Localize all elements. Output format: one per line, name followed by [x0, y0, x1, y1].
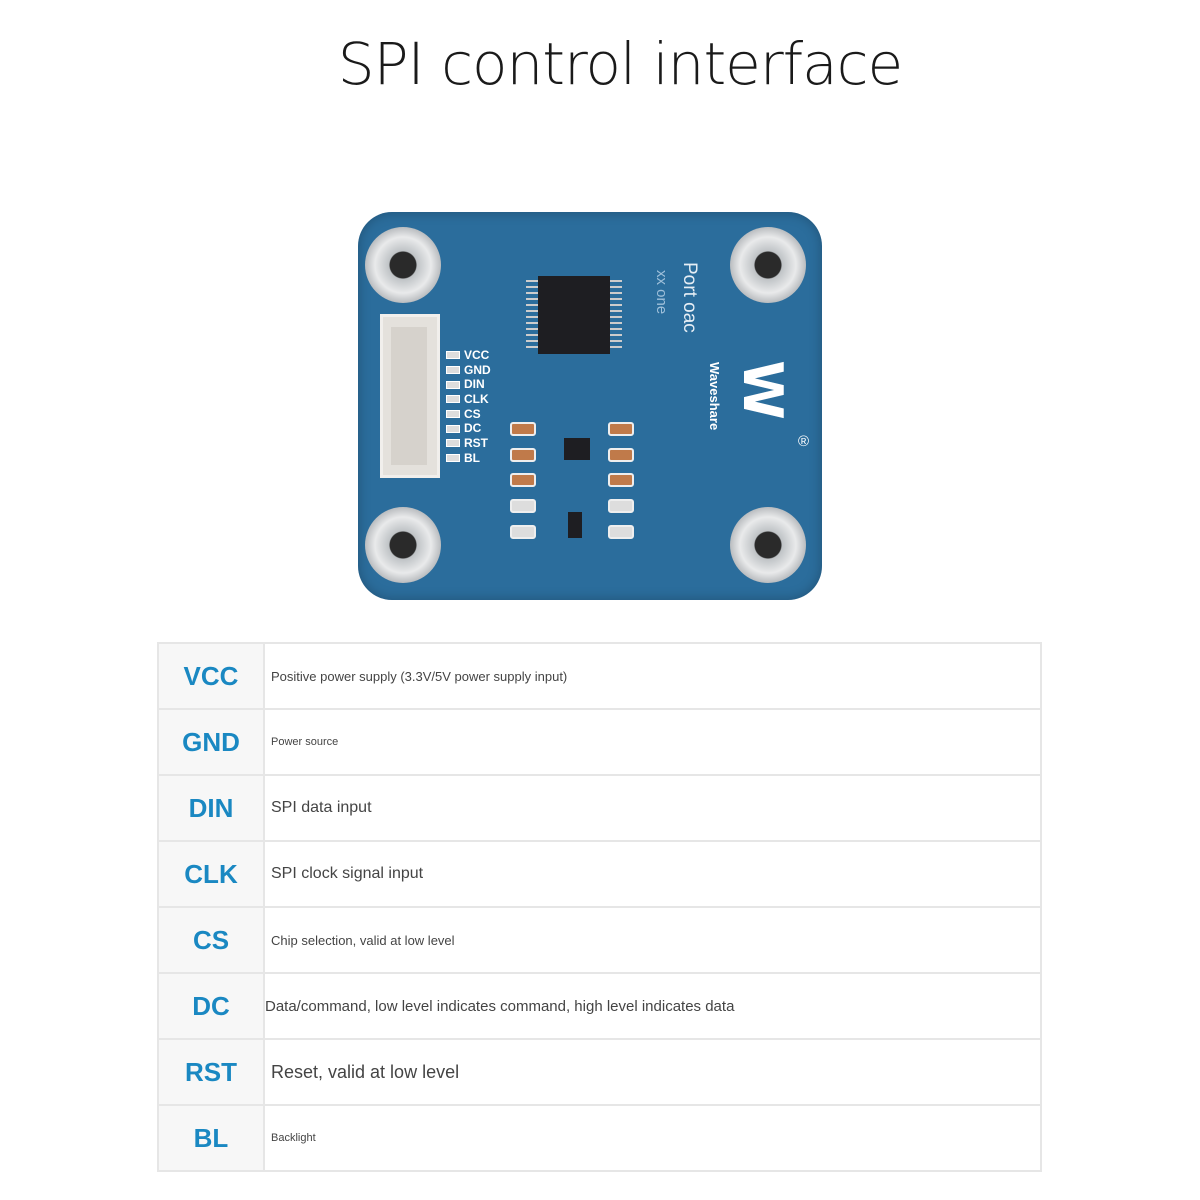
- pin-label: DC: [446, 421, 491, 436]
- pin-label: CLK: [446, 391, 491, 407]
- pin-label: BL: [446, 450, 491, 466]
- registered-mark: ®: [798, 433, 810, 450]
- pin-label: CS: [446, 406, 491, 422]
- silkscreen-xx: xx one: [653, 270, 670, 315]
- mounting-hole: [730, 227, 806, 303]
- pin-connector: [380, 314, 440, 478]
- pin-label: VCC: [446, 347, 491, 363]
- pin-label-text: CLK: [464, 391, 489, 406]
- waveshare-logo: W: [731, 360, 794, 420]
- silkscreen-port: Port oac: [679, 262, 700, 333]
- pin-labels: VCC GND DIN CLK CS DC RST BL: [446, 347, 491, 466]
- pcb-board-photo: VCC GND DIN CLK CS DC RST BL Port oac xx…: [358, 212, 822, 600]
- pin-label-text: RST: [464, 435, 488, 450]
- pin-label-text: CS: [464, 406, 481, 421]
- pin-label: GND: [446, 362, 491, 378]
- pin-label: DIN: [446, 377, 491, 392]
- pin-label-text: BL: [464, 450, 480, 465]
- pin-label-text: GND: [464, 362, 491, 377]
- mounting-hole: [365, 227, 441, 303]
- page-title: SPI control interface: [337, 30, 904, 98]
- brand-text: Waveshare: [707, 362, 722, 431]
- pin-label: RST: [446, 435, 491, 451]
- mounting-hole: [730, 507, 806, 583]
- pin-label-text: VCC: [464, 347, 490, 362]
- pin-label-text: DC: [464, 421, 482, 436]
- mounting-hole: [365, 507, 441, 583]
- ic-chip: [526, 276, 622, 354]
- pin-label-text: DIN: [464, 377, 485, 392]
